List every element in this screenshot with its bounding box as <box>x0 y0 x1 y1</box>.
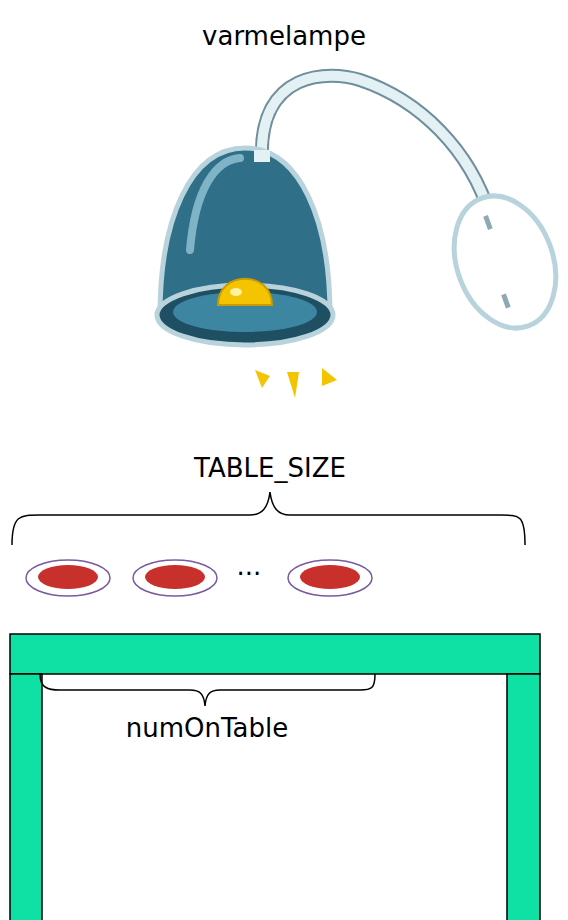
brace <box>12 492 525 545</box>
lamp-label: varmelampe <box>202 22 366 51</box>
brace <box>40 674 375 706</box>
heat-lamp <box>157 148 333 345</box>
heat-rays <box>255 368 337 398</box>
plug <box>437 182 568 343</box>
table <box>10 634 540 920</box>
dimension-label: numOnTable <box>126 714 288 743</box>
ellipsis: ... <box>237 552 262 581</box>
dimension-label: TABLE_SIZE <box>194 454 346 483</box>
plates <box>26 560 372 596</box>
